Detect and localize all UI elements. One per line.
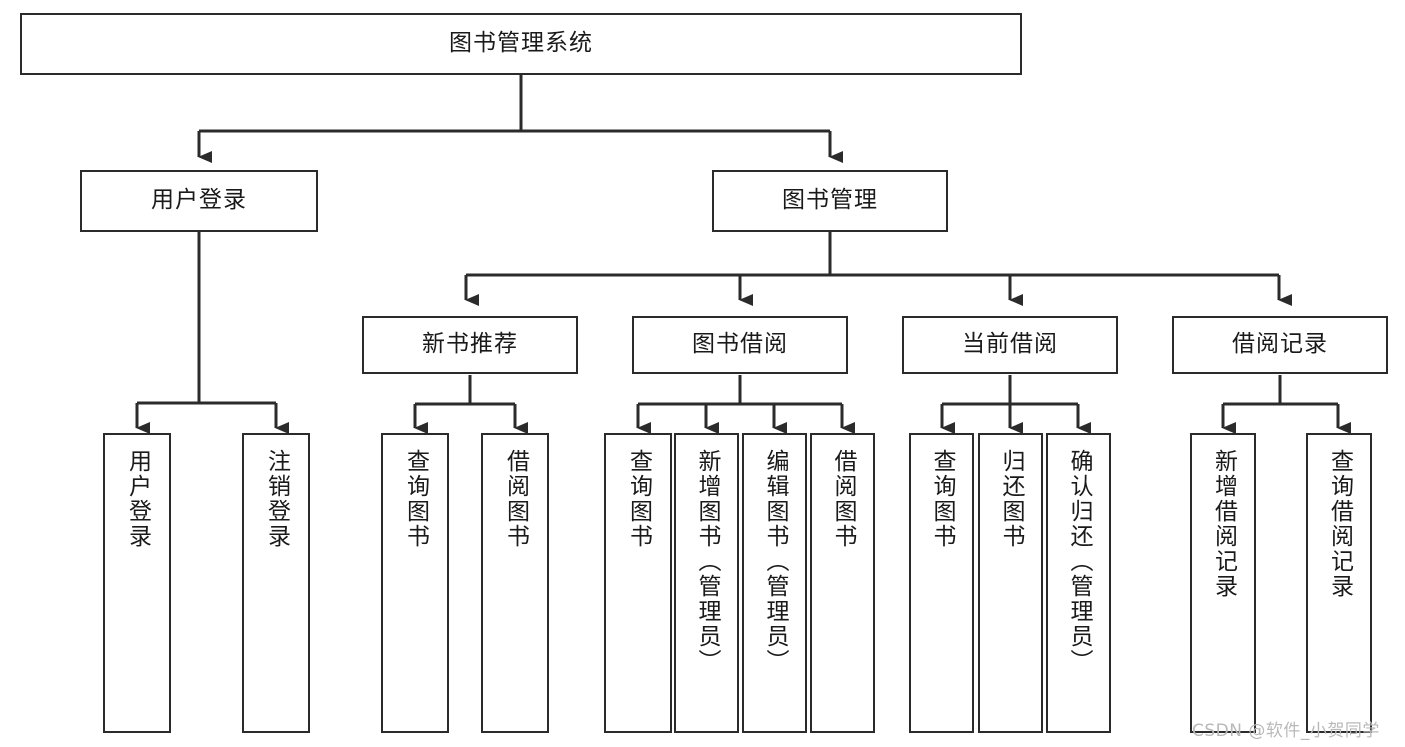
node-new-book-rec[interactable]: 新书推荐 xyxy=(362,316,578,374)
node-book-borrow-label: 图书借阅 xyxy=(692,331,788,358)
node-leaf-return-book-label: 归还图书 xyxy=(998,449,1025,549)
node-leaf-logout[interactable]: 注销登录 xyxy=(242,433,310,733)
node-borrow-record[interactable]: 借阅记录 xyxy=(1172,316,1388,374)
node-book-manage-label: 图书管理 xyxy=(782,187,878,214)
node-leaf-edit-book[interactable]: 编辑图书（管理员） xyxy=(742,433,807,733)
node-book-borrow[interactable]: 图书借阅 xyxy=(632,316,848,374)
node-user-login-label: 用户登录 xyxy=(151,187,247,214)
node-leaf-add-book-label: 新增图书（管理员） xyxy=(694,449,721,674)
node-leaf-borrow-book-1[interactable]: 借阅图书 xyxy=(481,433,549,733)
node-leaf-query-book-3[interactable]: 查询图书 xyxy=(909,433,974,733)
node-leaf-query-book-1-label: 查询图书 xyxy=(402,449,429,549)
node-leaf-query-record-label: 查询借阅记录 xyxy=(1326,449,1353,599)
node-root-label: 图书管理系统 xyxy=(449,30,593,57)
node-book-manage[interactable]: 图书管理 xyxy=(712,170,948,232)
node-leaf-query-book-3-label: 查询图书 xyxy=(929,449,956,549)
node-current-borrow-label: 当前借阅 xyxy=(962,331,1058,358)
node-leaf-query-record[interactable]: 查询借阅记录 xyxy=(1306,433,1372,733)
node-leaf-query-book-2-label: 查询图书 xyxy=(625,449,652,549)
csdn-watermark: CSDN @软件_小贺同学 xyxy=(1192,721,1380,741)
node-leaf-query-book-1[interactable]: 查询图书 xyxy=(381,433,449,733)
node-leaf-add-record-label: 新增借阅记录 xyxy=(1210,449,1237,599)
node-new-book-rec-label: 新书推荐 xyxy=(422,331,518,358)
node-leaf-borrow-book-1-label: 借阅图书 xyxy=(502,449,529,549)
node-current-borrow[interactable]: 当前借阅 xyxy=(902,316,1118,374)
node-leaf-logout-label: 注销登录 xyxy=(263,449,290,549)
node-leaf-confirm-return[interactable]: 确认归还（管理员） xyxy=(1046,433,1111,733)
node-leaf-return-book[interactable]: 归还图书 xyxy=(978,433,1043,733)
node-root[interactable]: 图书管理系统 xyxy=(20,13,1022,75)
node-leaf-user-login-label: 用户登录 xyxy=(124,449,151,549)
node-borrow-record-label: 借阅记录 xyxy=(1232,331,1328,358)
node-leaf-add-book[interactable]: 新增图书（管理员） xyxy=(674,433,739,733)
node-leaf-add-record[interactable]: 新增借阅记录 xyxy=(1190,433,1256,733)
node-user-login[interactable]: 用户登录 xyxy=(80,170,318,232)
node-leaf-edit-book-label: 编辑图书（管理员） xyxy=(762,449,789,674)
node-leaf-query-book-2[interactable]: 查询图书 xyxy=(604,433,672,733)
node-leaf-borrow-book-2-label: 借阅图书 xyxy=(830,449,857,549)
node-leaf-confirm-return-label: 确认归还（管理员） xyxy=(1066,449,1093,674)
node-leaf-user-login[interactable]: 用户登录 xyxy=(103,433,171,733)
node-leaf-borrow-book-2[interactable]: 借阅图书 xyxy=(810,433,875,733)
